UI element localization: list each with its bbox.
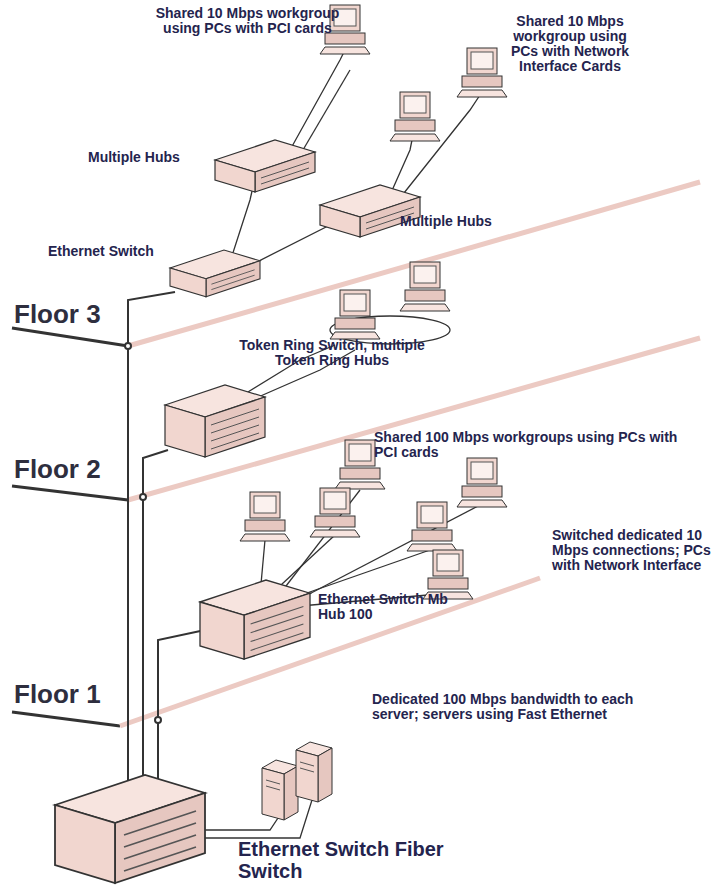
- device-label: Ethernet Switch: [48, 244, 173, 259]
- device-label: Ethernet Switch Mb Hub 100: [318, 592, 448, 622]
- pc: [310, 488, 360, 537]
- floor-label: Floor 3: [14, 300, 124, 329]
- pc: [400, 262, 450, 311]
- hub: [215, 140, 315, 192]
- pc: [240, 492, 290, 541]
- ethernet-switch: [170, 250, 260, 297]
- device-label: Multiple Hubs: [88, 150, 213, 165]
- pc: [457, 458, 507, 507]
- pc: [390, 92, 440, 141]
- device-label: Ethernet Switch Fiber Switch: [238, 838, 448, 882]
- token-ring-switch: [165, 385, 265, 457]
- hub: [320, 185, 420, 237]
- server: [262, 760, 298, 820]
- floor-plates: [12, 182, 700, 726]
- device-label: Dedicated 100 Mbps bandwidth to each ser…: [372, 692, 672, 722]
- device-label: Multiple Hubs: [400, 214, 530, 229]
- device-label: Token Ring Switch, multiple Token Ring H…: [232, 338, 432, 368]
- pc: [330, 290, 380, 339]
- device-label: Shared 10 Mbps workgroup using PCs with …: [500, 14, 640, 74]
- pc: [457, 48, 507, 97]
- fiber-switch: [55, 775, 205, 883]
- floor-label: Floor 2: [14, 455, 124, 484]
- riser-cables: [125, 292, 205, 800]
- device-label: Shared 10 Mbps workgroup using PCs with …: [140, 6, 355, 36]
- ethernet-switch: [200, 580, 310, 659]
- server: [296, 742, 332, 802]
- pc: [407, 502, 457, 551]
- device-label: Shared 100 Mbps workgroups using PCs wit…: [374, 430, 694, 460]
- floor-label: Floor 1: [14, 680, 124, 709]
- device-label: Switched dedicated 10 Mbps connections; …: [552, 528, 720, 573]
